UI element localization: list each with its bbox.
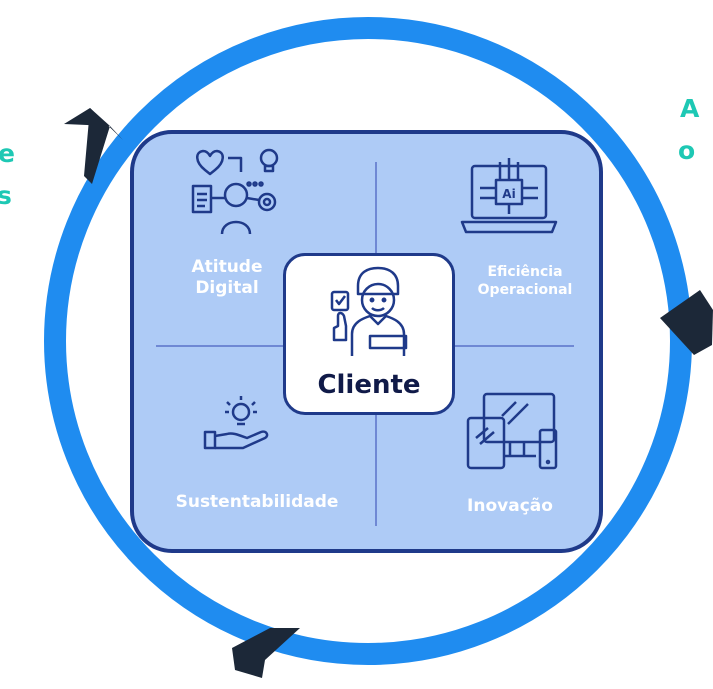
- right-side-text-2: o: [678, 136, 696, 165]
- devices-icon: [466, 392, 558, 470]
- arrow-bottom: [232, 628, 300, 678]
- quadrant-label-eficiencia-operacional: Eficiência Operacional: [477, 264, 573, 298]
- left-side-text-1: e: [0, 139, 15, 168]
- digital-attitude-icon: [191, 148, 279, 235]
- ai-laptop-icon: Ai: [460, 158, 558, 234]
- left-side-text-2: s: [0, 181, 12, 210]
- right-side-text-1: A: [680, 94, 700, 123]
- quadrant-label-inovacao: Inovação: [467, 496, 553, 516]
- svg-text:Ai: Ai: [502, 187, 515, 201]
- customer-person-icon: [330, 266, 408, 356]
- lightbulb-hand-icon: [203, 396, 269, 450]
- center-label: Cliente: [317, 370, 421, 400]
- arrow-right: [660, 290, 713, 355]
- arrow-top-left: [64, 108, 123, 184]
- center-card: Cliente: [283, 253, 455, 415]
- quadrant-label-atitude-digital: Atitude Digital: [191, 257, 263, 299]
- quadrant-label-sustentabilidade: Sustentabilidade: [175, 492, 339, 512]
